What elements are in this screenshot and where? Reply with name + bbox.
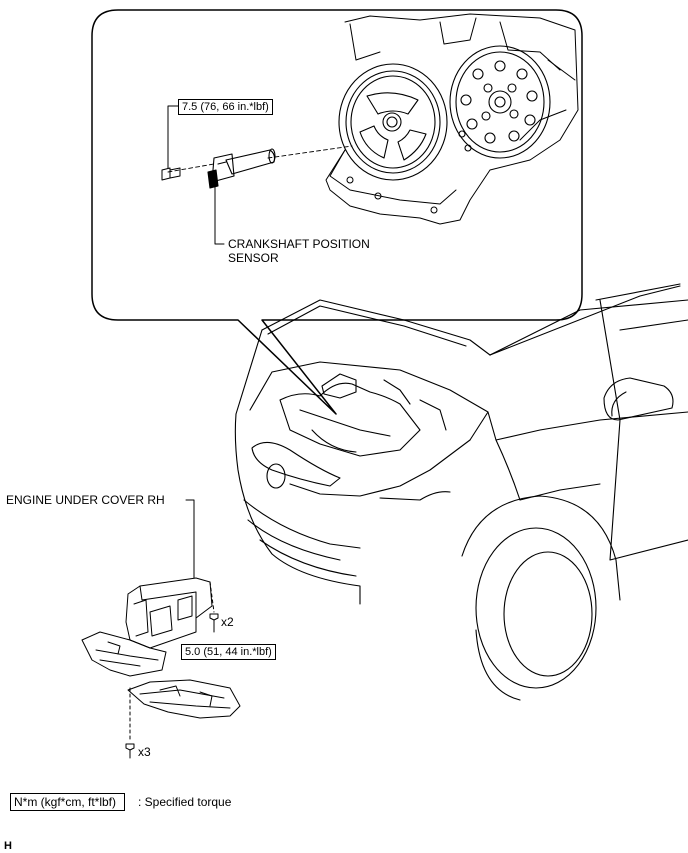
qty-x3-label: x3	[138, 745, 151, 759]
crankshaft-pulley	[338, 63, 448, 181]
installation-line	[167, 145, 353, 173]
vehicle	[234, 283, 688, 701]
engine-cover-label: ENGINE UNDER COVER RH	[6, 493, 165, 507]
crankshaft-position-sensor	[207, 148, 276, 189]
callout-bubble	[91, 9, 583, 415]
cover-leader	[185, 499, 195, 579]
accessory-pulley	[449, 45, 551, 159]
sensor-name-line2: SENSOR	[228, 251, 279, 265]
sensor-torque-box: 7.5 (76, 66 in.*lbf)	[178, 99, 273, 115]
sensor-name-line1: CRANKSHAFT POSITION	[228, 237, 370, 251]
engine-block	[325, 13, 579, 225]
corner-mark: H	[4, 840, 12, 852]
sensor-torque-leader	[167, 105, 179, 169]
sensor-bolt	[161, 167, 181, 181]
cover-torque-box: 5.0 (51, 44 in.*lbf)	[181, 644, 276, 660]
engine-under-cover	[81, 577, 241, 759]
legend-unit-box: N*m (kgf*cm, ft*lbf)	[10, 793, 126, 811]
legend-description: : Specified torque	[138, 795, 232, 809]
qty-x2-label: x2	[221, 615, 234, 629]
sensor-leader	[214, 181, 225, 245]
